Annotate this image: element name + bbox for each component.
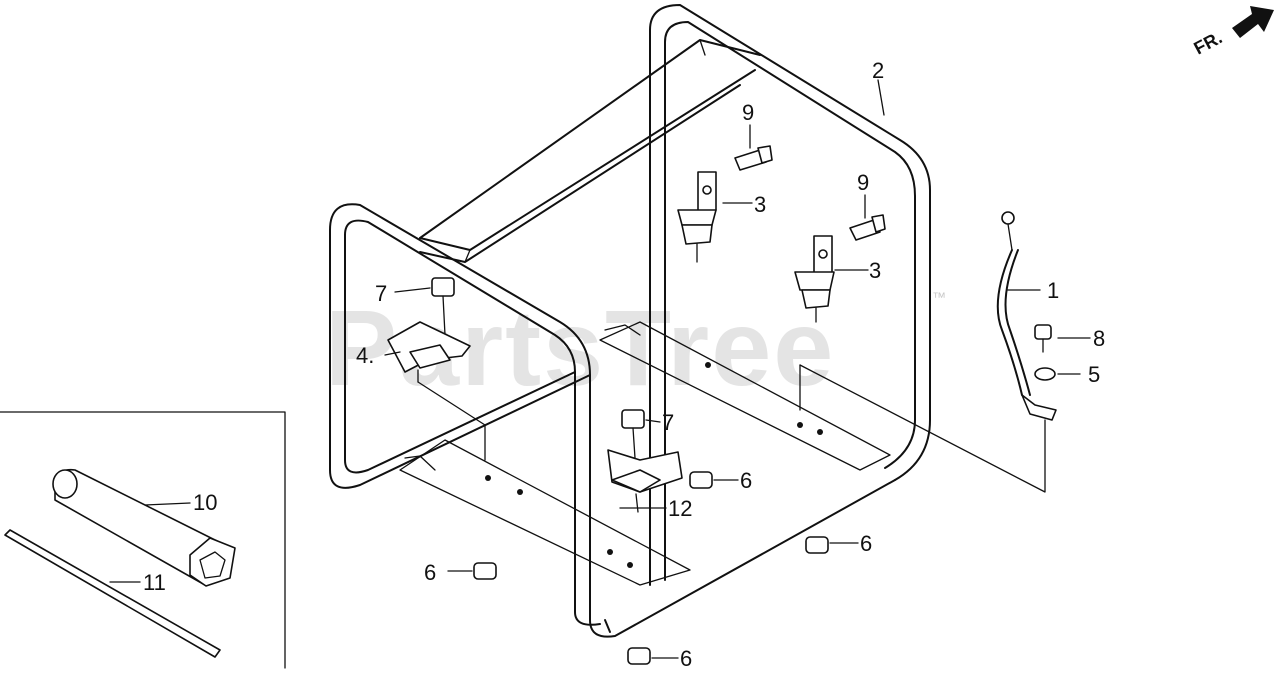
callout-5: 5 [1088, 362, 1100, 387]
ground-cable[interactable] [996, 211, 1057, 421]
flange-nut-d[interactable] [627, 647, 651, 665]
mount-rubber-upper[interactable] [677, 171, 717, 263]
ground-bolt[interactable] [1034, 324, 1052, 353]
callout-4: 4. [356, 343, 374, 368]
callout-6-c: 6 [860, 531, 872, 556]
callout-6-b: 6 [424, 560, 436, 585]
callout-6-a: 6 [740, 468, 752, 493]
frame-tube[interactable] [329, 4, 931, 638]
callout-2: 2 [872, 58, 884, 83]
watermark-trademark: ™ [932, 289, 946, 305]
bolt-right[interactable] [849, 214, 886, 241]
tool-kit-border [0, 411, 286, 669]
flange-nut-a[interactable] [689, 471, 713, 489]
callout-6-d: 6 [680, 646, 692, 671]
callout-8: 8 [1093, 326, 1105, 351]
callout-1: 1 [1047, 278, 1059, 303]
callout-9-upper: 9 [742, 100, 754, 125]
front-direction-arrow-icon [1232, 6, 1274, 38]
mount-bracket-left[interactable] [387, 321, 471, 383]
callout-3-upper: 3 [754, 192, 766, 217]
ground-washer[interactable] [1034, 367, 1056, 381]
front-direction-label: FR. [1190, 27, 1225, 58]
frame-base-rails [399, 321, 891, 586]
tommy-bar-tool[interactable] [4, 529, 221, 658]
flange-nut-b[interactable] [473, 562, 497, 580]
leader-lines [109, 79, 1091, 659]
callout-7-middle: 7 [662, 410, 674, 435]
callout-10: 10 [193, 490, 217, 515]
bolt-upper[interactable] [734, 145, 773, 171]
callout-9-right: 9 [857, 170, 869, 195]
callout-3-right: 3 [869, 258, 881, 283]
callout-12: 12 [668, 496, 692, 521]
mount-rubber-right[interactable] [794, 235, 835, 323]
box-wrench-tool[interactable] [52, 468, 236, 587]
flange-nut-c[interactable] [805, 536, 829, 554]
callout-7-left: 7 [375, 281, 387, 306]
callout-11: 11 [143, 570, 166, 595]
nut-middle[interactable] [621, 409, 645, 459]
mount-bracket-middle[interactable] [607, 449, 683, 513]
nut-left[interactable] [431, 277, 455, 336]
